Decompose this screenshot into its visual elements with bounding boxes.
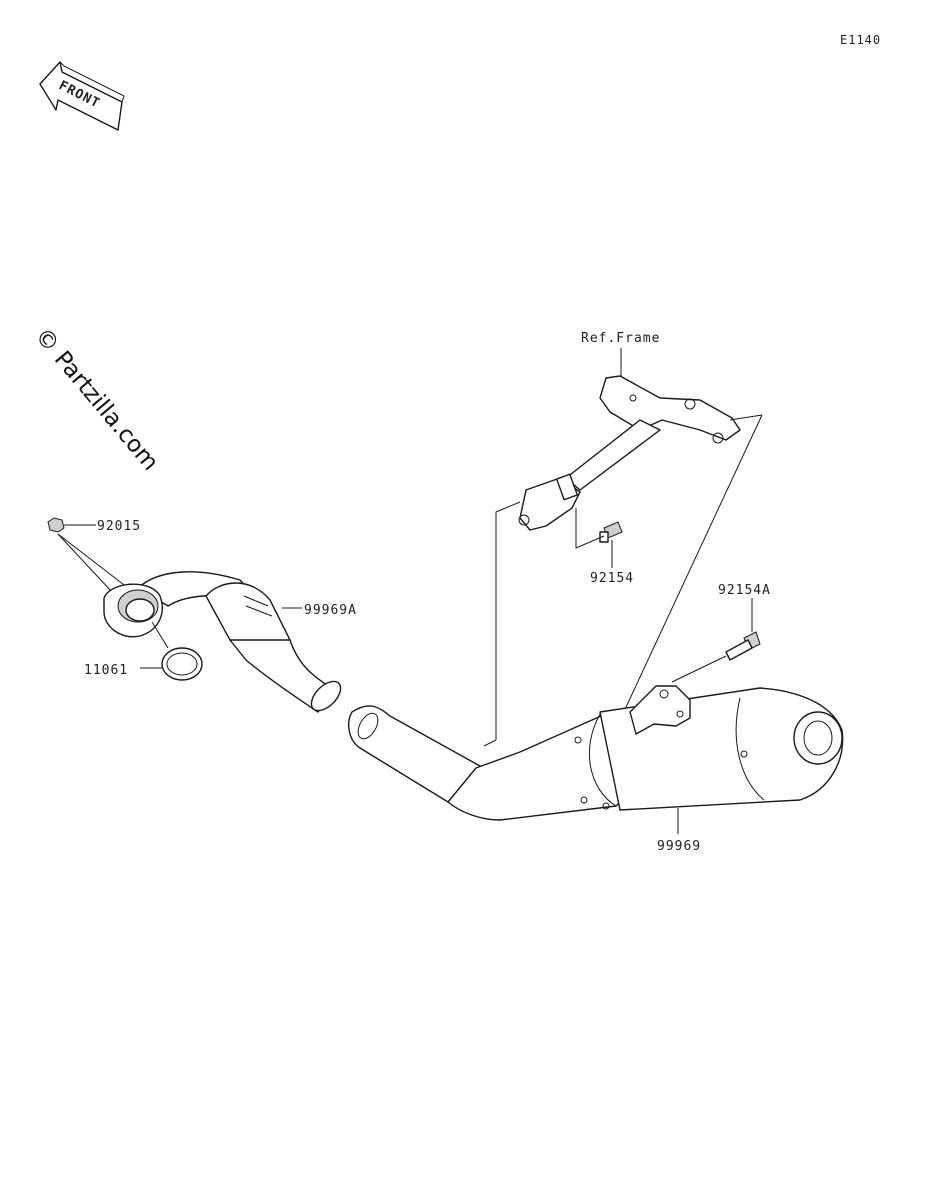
frame-part bbox=[518, 375, 741, 531]
watermark: © Partzilla.com bbox=[29, 323, 163, 476]
bolt-92154A bbox=[725, 631, 761, 661]
bolt-92154 bbox=[599, 521, 623, 543]
front-arrow-icon: FRONT bbox=[39, 61, 125, 131]
nut-92015 bbox=[47, 517, 65, 533]
diagram-code: E1140 bbox=[840, 33, 881, 47]
callout-99969: 99969 bbox=[657, 839, 701, 854]
header-pipe-99969A bbox=[103, 571, 342, 713]
callout-99969A: 99969A bbox=[304, 603, 357, 618]
gasket-11061 bbox=[161, 647, 203, 681]
callout-92015: 92015 bbox=[97, 519, 141, 534]
callout-92154A: 92154A bbox=[718, 583, 771, 598]
ref-frame-label: Ref.Frame bbox=[581, 331, 660, 346]
callout-92154: 92154 bbox=[590, 571, 634, 586]
muffler-99969 bbox=[348, 685, 844, 821]
callout-11061: 11061 bbox=[84, 663, 128, 678]
